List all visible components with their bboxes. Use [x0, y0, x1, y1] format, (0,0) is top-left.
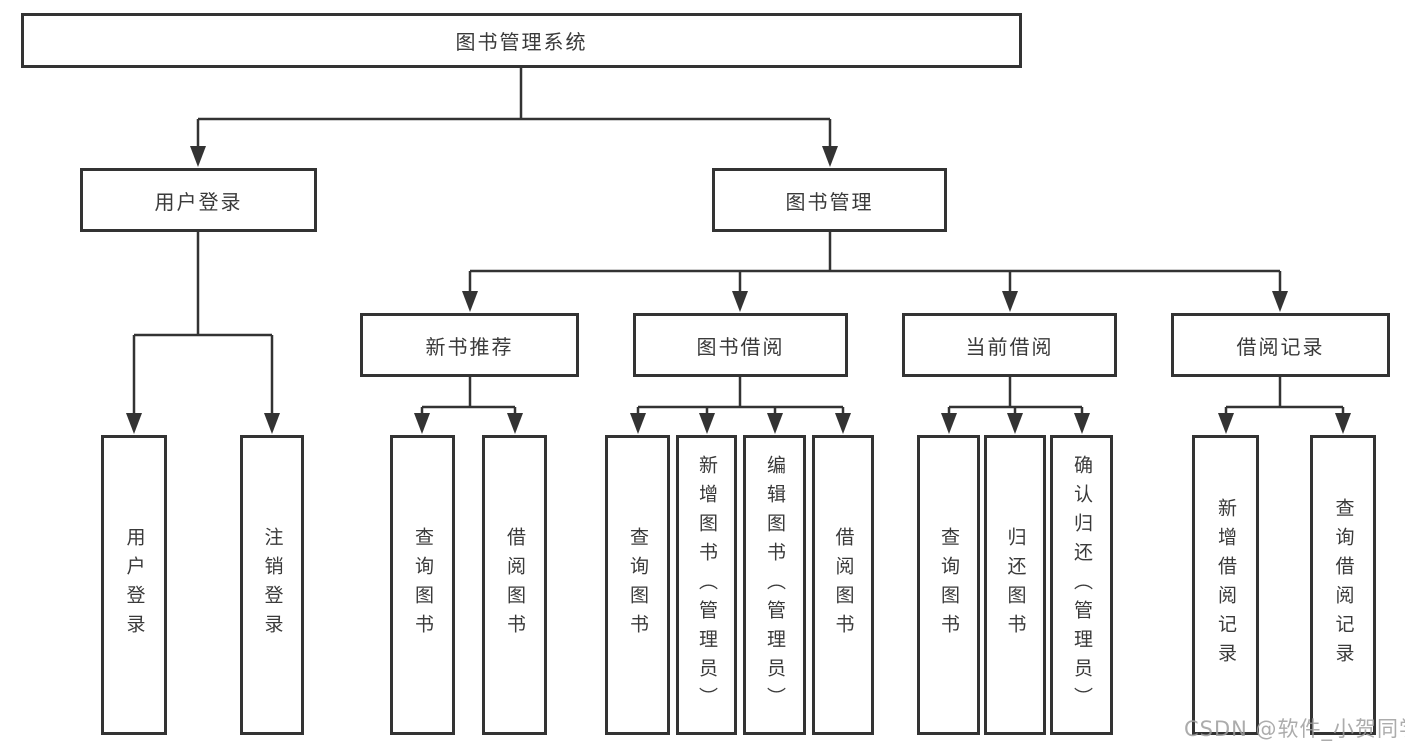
node-book-borrowing: 图书借阅 [633, 313, 848, 377]
node-label: 新增图书（管理员） [696, 454, 718, 716]
node-label: 确认归还（管理员） [1071, 454, 1093, 716]
node-add-borrow-record: 新增借阅记录 [1192, 435, 1259, 735]
node-logout: 注销登录 [240, 435, 304, 735]
node-confirm-return-admin: 确认归还（管理员） [1050, 435, 1113, 735]
node-label: 查询图书 [627, 527, 649, 643]
node-borrowing-records: 借阅记录 [1171, 313, 1390, 377]
node-label: 图书借阅 [696, 334, 785, 359]
node-borrow-books-borrow: 借阅图书 [812, 435, 874, 735]
node-label: 借阅图书 [832, 527, 855, 643]
node-label: 借阅图书 [504, 527, 526, 643]
node-borrow-books-newbook: 借阅图书 [482, 435, 547, 735]
node-label: 新书推荐 [425, 334, 514, 359]
node-label: 图书管理系统 [455, 30, 588, 54]
watermark: CSDN @软件_小贺同学 [1184, 717, 1405, 741]
node-label: 用户登录 [154, 189, 243, 214]
node-book-management: 图书管理 [712, 168, 947, 232]
node-add-books-admin: 新增图书（管理员） [676, 435, 737, 735]
node-label: 查询借阅记录 [1332, 498, 1355, 672]
node-library-management-system: 图书管理系统 [21, 13, 1022, 68]
node-edit-books-admin: 编辑图书（管理员） [743, 435, 806, 735]
node-query-books-newbook: 查询图书 [390, 435, 455, 735]
node-query-books-borrow: 查询图书 [605, 435, 670, 735]
node-current-borrowing: 当前借阅 [902, 313, 1117, 377]
node-new-book-recommendation: 新书推荐 [360, 313, 579, 377]
node-label: 借阅记录 [1236, 334, 1325, 359]
node-query-books-current: 查询图书 [917, 435, 980, 735]
node-query-borrow-record: 查询借阅记录 [1310, 435, 1376, 735]
node-user-login: 用户登录 [80, 168, 317, 232]
node-label: 查询图书 [938, 527, 960, 643]
node-user-login-leaf: 用户登录 [101, 435, 167, 735]
node-label: 编辑图书（管理员） [764, 454, 786, 716]
node-return-books: 归还图书 [984, 435, 1046, 735]
node-label: 查询图书 [412, 527, 434, 643]
node-label: 归还图书 [1004, 527, 1027, 643]
node-label: 图书管理 [785, 189, 874, 214]
node-label: 当前借阅 [965, 334, 1054, 359]
node-label: 新增借阅记录 [1215, 498, 1237, 672]
node-label: 注销登录 [261, 527, 284, 643]
node-label: 用户登录 [123, 527, 146, 643]
